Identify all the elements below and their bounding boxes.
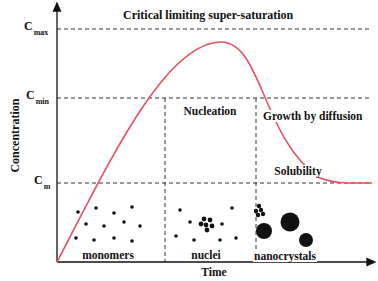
stage-label: monomers	[81, 249, 135, 262]
axis-tick-subscript: m	[43, 183, 52, 192]
y-axis	[56, 8, 57, 262]
max-line	[57, 29, 372, 30]
min-line	[57, 98, 372, 99]
stage-label: nuclei	[190, 249, 221, 262]
monomer-dots	[74, 205, 142, 243]
nuclei-dots	[174, 206, 238, 242]
solubility-line	[57, 183, 372, 184]
solubility-label: Solubility	[273, 165, 322, 178]
axis-arrow	[367, 259, 375, 266]
x-axis	[57, 261, 370, 262]
axis-tick-label: C	[25, 89, 36, 102]
concentration-curve	[57, 42, 372, 262]
phase-divider	[165, 98, 166, 262]
phase-label: Nucleation	[182, 105, 237, 118]
phase-label: Growth by diffusion	[262, 110, 363, 123]
axis-tick-label: C	[23, 20, 34, 33]
stage-label: nanocrystals	[253, 250, 317, 263]
axis-tick-subscript: min	[35, 98, 50, 107]
axis-title: Concentration	[9, 98, 22, 174]
phase-divider	[256, 98, 257, 262]
axis-tick-label: C	[33, 174, 44, 187]
axis-tick-subscript: max	[33, 29, 50, 38]
axis-title: Time	[200, 266, 227, 279]
nanocrystals	[254, 204, 313, 247]
axis-arrow	[54, 3, 61, 11]
threshold-label: Critical limiting super-saturation	[122, 9, 294, 22]
